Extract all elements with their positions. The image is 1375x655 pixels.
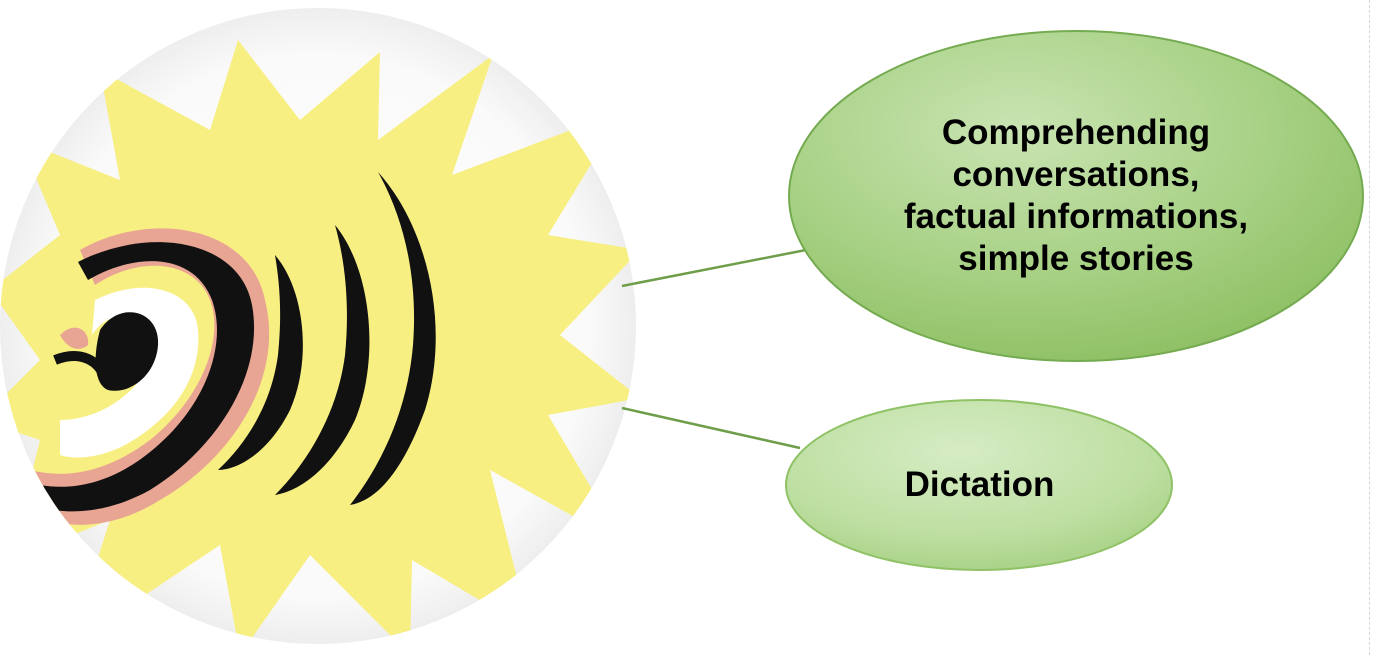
- node-oval-dictation: [785, 399, 1173, 571]
- listening-ear-icon: [0, 8, 636, 644]
- page-edge-divider: [1369, 0, 1375, 655]
- node-dictation-label: Dictation: [904, 465, 1055, 504]
- node-comprehending-label: Comprehending conversations, factual inf…: [903, 113, 1249, 278]
- node-comprehending: Comprehending conversations, factual inf…: [788, 30, 1364, 362]
- connector-line-bottom: [621, 406, 801, 450]
- connector-line-top: [621, 248, 807, 288]
- node-oval-comprehending: [788, 30, 1364, 362]
- node-dictation: Dictation: [786, 399, 1173, 571]
